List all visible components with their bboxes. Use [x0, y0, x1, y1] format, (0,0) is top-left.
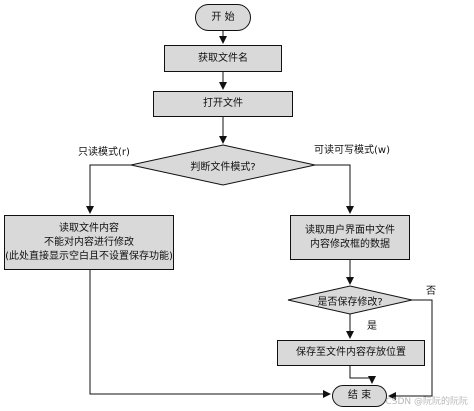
save-yes-label: 是: [367, 321, 377, 332]
start-label: 开 始: [211, 11, 235, 23]
read-only-box: 读取文件内容 不能对内容进行修改 (此处直接显示空白且不设置保存功能): [4, 215, 174, 270]
end-label: 结 束: [347, 390, 372, 401]
save-decision-label: 是否保存修改?: [317, 296, 383, 308]
save-no-label: 否: [426, 286, 436, 297]
get-filename-label: 获取文件名: [198, 52, 248, 64]
edge-readonly-to-end: [89, 270, 331, 398]
edge-readonly-branch: [86, 164, 131, 214]
save-action-label: 保存至文件内容存放位置: [296, 347, 406, 358]
mode-decision-label-wrap: 判断文件模式?: [131, 145, 315, 185]
edge-readwrite-branch: [315, 164, 354, 214]
readonly-branch-label: 只读模式(r): [78, 147, 130, 158]
save-decision-label-wrap: 是否保存修改?: [288, 286, 412, 314]
edge-save-no: [388, 299, 433, 400]
get-filename-box: 获取文件名: [164, 45, 282, 72]
readwrite-branch-label: 可读可写模式(w): [314, 145, 390, 156]
read-ui-line-1: 读取用户界面中文件: [305, 224, 395, 236]
read-ui-line-2: 内容修改框的数据: [310, 238, 390, 250]
mode-decision-label: 判断文件模式?: [190, 161, 256, 173]
edge-save-action-to-end: [349, 366, 376, 384]
end-terminal: 结 束: [332, 385, 387, 407]
read-only-line-1: 读取文件内容: [59, 222, 119, 234]
read-only-line-3: (此处直接显示空白且不设置保存功能): [5, 250, 173, 262]
open-file-box: 打开文件: [153, 91, 293, 117]
start-terminal: 开 始: [195, 4, 251, 31]
mode-decision-diamond: [130, 144, 316, 186]
open-file-label: 打开文件: [203, 98, 243, 109]
save-action-box: 保存至文件内容存放位置: [277, 340, 425, 366]
read-only-line-2: 不能对内容进行修改: [44, 236, 134, 248]
read-ui-data-box: 读取用户界面中文件 内容修改框的数据: [290, 215, 410, 260]
watermark: CSDN @阮阮的阮阮: [385, 397, 468, 407]
